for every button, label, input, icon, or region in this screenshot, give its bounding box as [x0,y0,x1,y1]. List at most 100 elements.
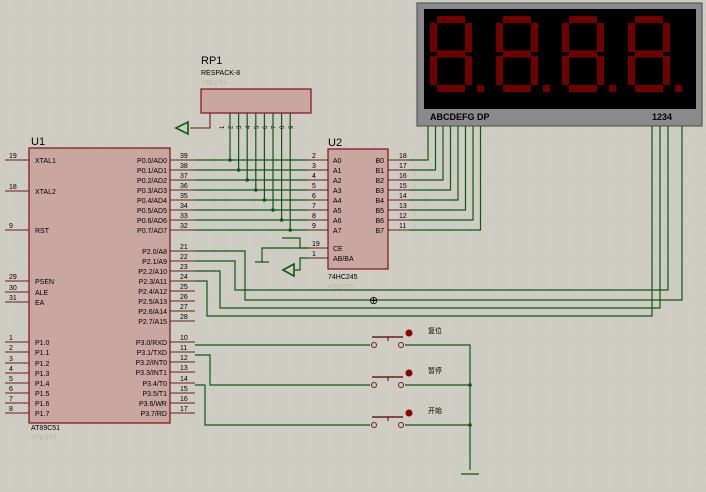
u1-pin-number: 12 [180,355,188,362]
rp1-ref-label: RP1 [201,55,222,67]
u1-pin-number: 34 [180,203,188,210]
wire-seg-1 [410,126,437,171]
u1-pin-name: P0.4/AD4 [137,198,167,205]
u1-right-pins: 39P0.0/AD038P0.1/AD137P0.2/AD236P0.3/AD3… [135,153,195,418]
button-knob-icon [405,329,413,337]
u1-pin-number: 36 [180,183,188,190]
u2-pin-number: 4 [312,173,316,180]
u2-pin-name: B6 [375,218,384,225]
u1-pin-name: P3.5/T1 [142,391,167,398]
u2-pin-name: B2 [375,178,384,185]
segment [569,50,597,58]
rp1-pin-number: 6 [263,125,269,129]
wire-ground-bus [405,344,471,470]
u1-pin-name: P2.3/A11 [139,279,167,286]
u1-pin-number: 30 [9,285,17,292]
button-contact [371,422,377,428]
segment [465,23,472,52]
u1-pin-number: 38 [180,163,188,170]
u1-pin-number: 19 [9,153,17,160]
button-knob-icon [405,409,413,417]
u1-microcontroller[interactable]: U1 AT89C51 <TEXT> 19XTAL118XTAL29RST29PS… [5,136,195,442]
segment [562,56,569,85]
push-button-1[interactable]: 复位 [371,326,443,348]
u1-pin-name: P2.4/A12 [138,289,167,296]
u2-pin-name: A1 [333,168,342,175]
u2-pin-number: 7 [312,203,316,210]
rp1-part-label: RESPACK-8 [201,70,240,77]
u2-pin-name: AB/BA [333,256,354,263]
u1-pin-name: P1.2 [35,361,50,368]
u2-pin-number: 14 [399,193,407,200]
push-button-2[interactable]: 暂停 [371,366,443,388]
u1-pin-name: P3.6/WR [139,401,167,408]
u1-pin-number: 22 [180,254,188,261]
digit-4 [628,16,682,92]
u2-pin-number: 19 [312,241,320,248]
u1-text-tag: <TEXT> [31,435,57,442]
wire-seg-6 [410,126,474,221]
junction-dot [271,208,275,212]
u1-pin-number: 26 [180,294,188,301]
rp1-pin-number: 4 [246,125,252,129]
u1-ref-label: U1 [31,136,45,148]
u1-pin-name: XTAL2 [35,189,56,196]
u1-pin-number: 14 [180,376,188,383]
u1-pin-number: 4 [9,366,13,373]
junction-dot [468,383,472,387]
segment [465,56,472,85]
wire-ce-junction [282,237,308,249]
u2-pin-number: 11 [399,223,406,230]
u1-pin-number: 13 [180,365,188,372]
u2-pin-name: A2 [333,178,342,185]
u2-pin-name: B7 [375,228,384,235]
rp1-pin-number: 1 [220,125,226,129]
u1-pin-name: P1.1 [35,350,50,357]
button-contact [371,382,377,388]
u1-pin-name: P2.5/A13 [138,299,167,306]
button-contact [398,422,404,428]
u2-pin-number: 1 [312,251,316,258]
u2-pin-name: A0 [333,158,342,165]
u1-pin-name: P0.2/AD2 [137,178,167,185]
u2-pin-name: A5 [333,208,342,215]
u2-buffer[interactable]: U2 74HC245 <TEXT> 2A03A14A25A36A47A58A69… [308,137,410,291]
segment [430,23,437,52]
junction-dot [228,158,232,162]
segment [663,56,670,85]
u2-pin-name: A6 [333,218,342,225]
wire-seg-3 [410,126,452,191]
u1-pin-number: 16 [180,396,188,403]
u1-pin-name: P2.1/A9 [142,259,167,266]
u2-pin-number: 18 [399,153,407,160]
u1-pin-number: 37 [180,173,188,180]
junction-dot [236,168,241,172]
wire-seg-2 [410,126,444,181]
u2-pin-number: 5 [312,183,316,190]
wire-abba [295,257,308,271]
u1-pin-number: 8 [9,406,13,413]
u1-pin-name: ALE [35,290,49,297]
rp1-pin-number: 9 [289,125,295,129]
rp1-pin-number: 8 [280,125,286,129]
u2-pin-number: 2 [312,153,316,160]
u1-pin-number: 21 [180,244,188,251]
u1-pin-name: P0.5/AD5 [137,208,167,215]
rp1-power-arrow-icon [174,120,189,136]
u1-pin-number: 7 [9,396,13,403]
u2-pin-name: B1 [375,168,384,175]
wire-p2-1-digit3 [195,126,669,291]
u1-pin-name: P3.0/RXD [136,340,167,347]
u2-pin-number: 8 [312,213,316,220]
push-button-3[interactable]: 开始 [371,406,443,428]
u1-pin-name: P1.5 [35,391,50,398]
button-contact [398,342,404,348]
u1-pin-name: P1.7 [35,411,50,418]
u1-pin-name: P1.0 [35,340,50,347]
seven-segment-display[interactable]: ABCDEFG DP 1234 [416,2,703,127]
u2-body [327,148,389,270]
